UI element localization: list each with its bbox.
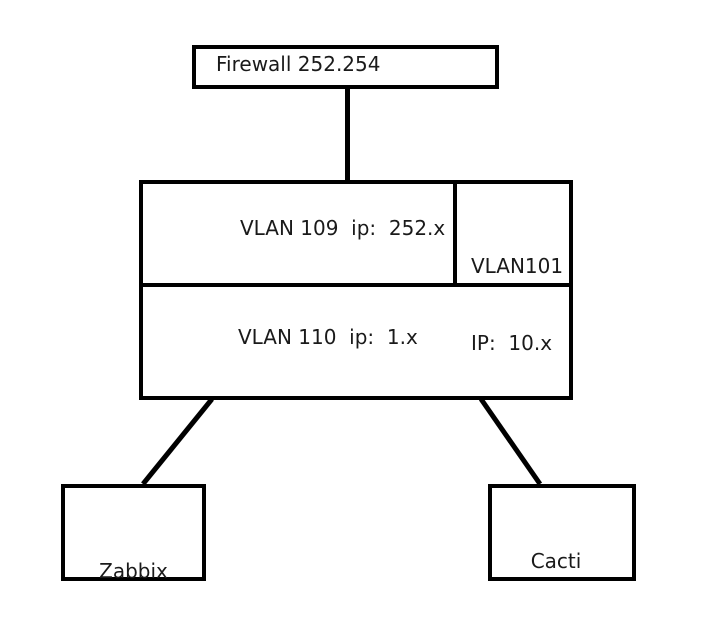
vlan101-label-line2: IP: 10.x — [471, 330, 553, 355]
edge-firewall-to-vlan109 — [345, 85, 350, 183]
vlan110-label: VLAN 110 ip: 1.x — [238, 325, 418, 349]
zabbix-label-group: Zabbix 1.7 — [86, 508, 181, 617]
node-firewall[interactable] — [192, 45, 499, 89]
vlan-row-divider — [139, 283, 573, 287]
node-cacti[interactable] — [488, 484, 636, 581]
vlan101-label-line1: VLAN101 — [471, 254, 564, 279]
cacti-label-group: Cacti 1.80 — [516, 498, 596, 617]
firewall-label: Firewall 252.254 — [216, 52, 381, 76]
vlan109-label: VLAN 109 ip: 252.x — [240, 216, 446, 240]
edge-vlan110-to-zabbix — [141, 397, 214, 486]
node-zabbix[interactable] — [61, 484, 206, 581]
vlan101-label-group: VLAN101 IP: 10.x — [471, 203, 563, 408]
cacti-label-line1: Cacti — [530, 549, 582, 574]
zabbix-label-line1: Zabbix — [99, 559, 168, 584]
node-vlan101[interactable] — [453, 180, 573, 287]
edge-vlan110-to-cacti — [478, 397, 543, 486]
